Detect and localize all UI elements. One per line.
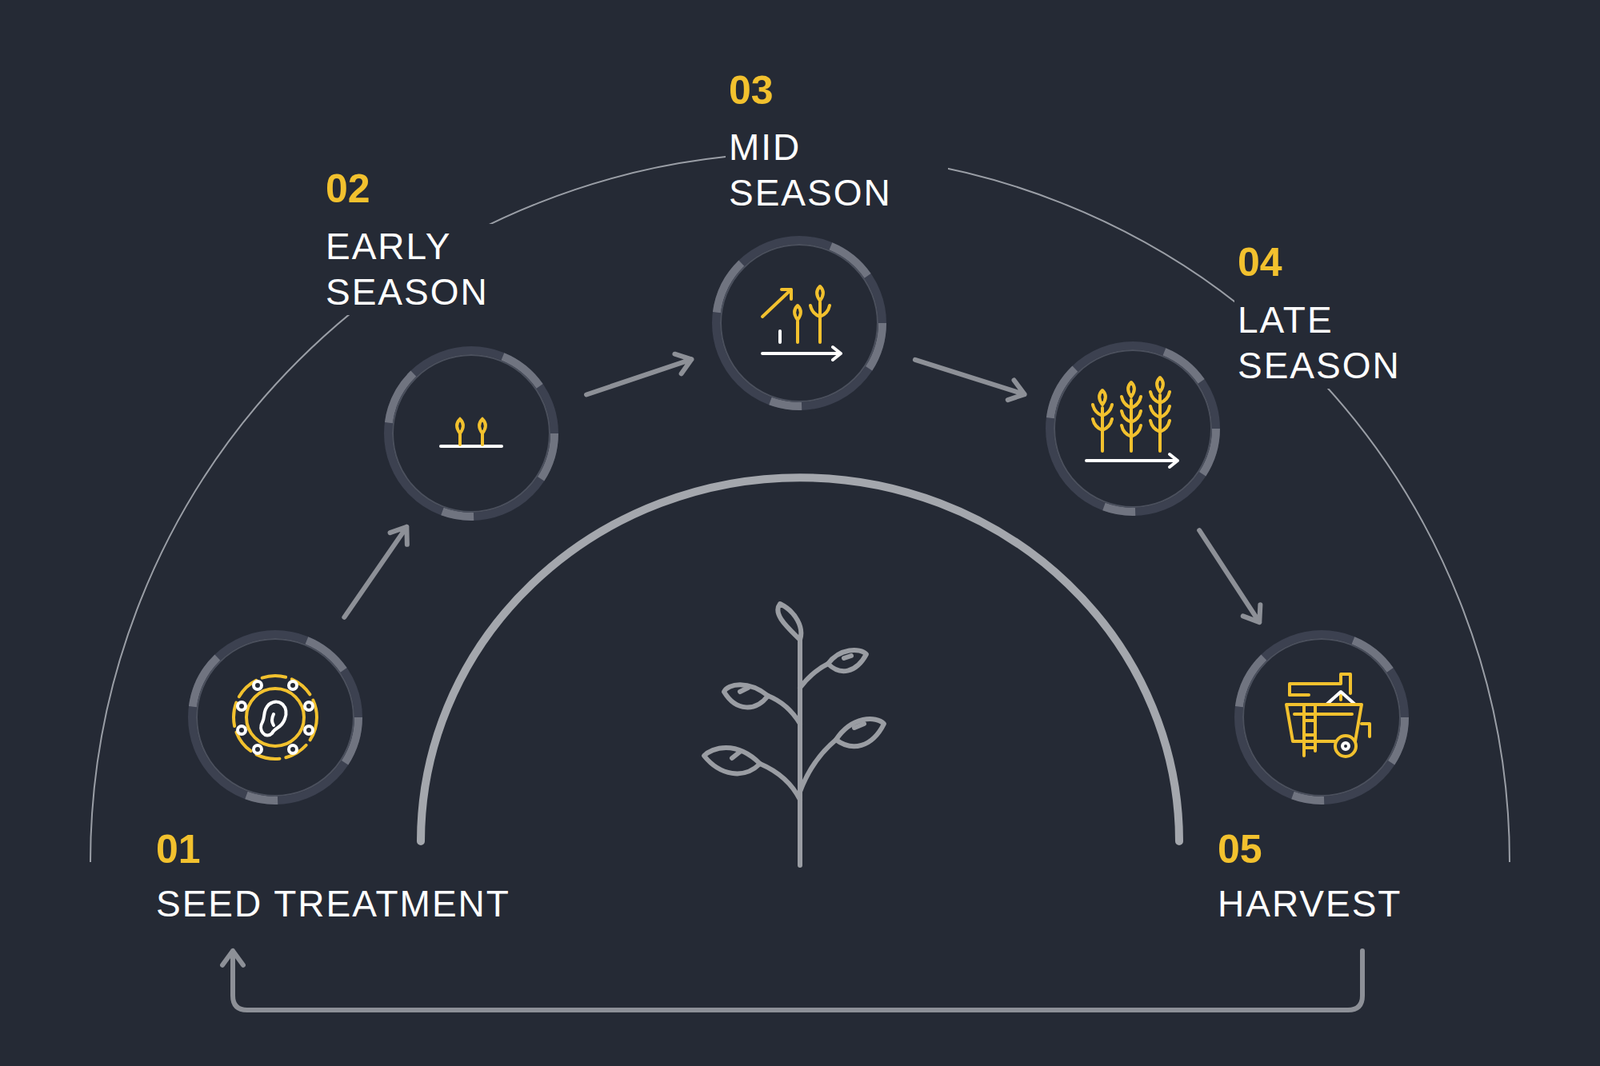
stage-icon	[381, 344, 561, 524]
stage-icon	[709, 233, 889, 413]
stage-circle: 03MID SEASON	[709, 233, 889, 413]
step-number: 02	[322, 165, 374, 212]
stage-circle: 05HARVEST	[1232, 628, 1412, 808]
stage-circle: 04LATE SEASON	[1043, 339, 1223, 519]
stage-icon	[1232, 628, 1412, 808]
flow-arrow	[915, 360, 1025, 400]
step-number: 03	[725, 67, 777, 114]
stage-label: MID SEASON	[725, 124, 948, 216]
step-number: 01	[152, 826, 204, 873]
stage-label: EARLY SEASON	[322, 224, 545, 316]
flow-arrow	[344, 527, 408, 618]
step-number: 05	[1214, 826, 1266, 873]
stage-icon	[185, 628, 365, 808]
flow-arrow	[222, 951, 1363, 1011]
stage-circle: 01SEED TREATMENT	[185, 628, 365, 808]
stage-label: HARVEST	[1214, 881, 1541, 928]
step-number: 04	[1234, 239, 1286, 286]
plant-illustration	[704, 604, 884, 866]
flow-arrow	[586, 354, 692, 396]
stage-label: LATE SEASON	[1234, 297, 1457, 389]
stage-icon	[1043, 339, 1223, 519]
stage-label: SEED TREATMENT	[152, 881, 720, 928]
flow-arrow	[1199, 530, 1260, 623]
stage-circle: 02EARLY SEASON	[381, 344, 561, 524]
